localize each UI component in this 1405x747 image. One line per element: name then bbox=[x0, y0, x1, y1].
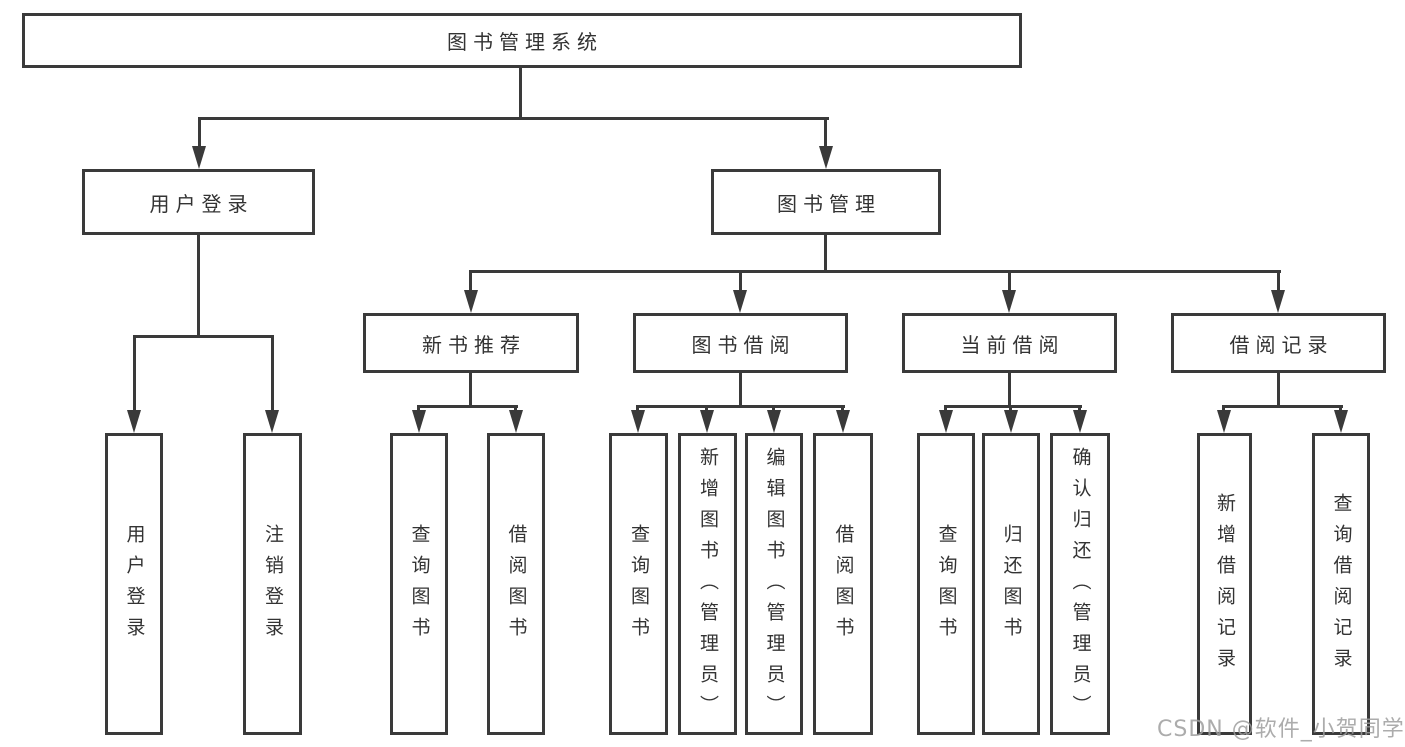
connector-line bbox=[1277, 270, 1280, 292]
connector-line bbox=[469, 371, 472, 407]
arrowhead-down-icon bbox=[631, 410, 645, 433]
connector-line bbox=[705, 405, 708, 413]
connector-line bbox=[739, 371, 742, 407]
leaf-borrow-borrow-books: 借阅图书 bbox=[813, 433, 873, 735]
leaf-current-confirm-return-admin: 确认归还（管理员） bbox=[1050, 433, 1110, 735]
arrowhead-down-icon bbox=[192, 146, 206, 169]
leaf-borrow-add-books-admin: 新增图书（管理员） bbox=[678, 433, 737, 735]
connector-line bbox=[1008, 270, 1011, 292]
node-book-borrowing: 图书借阅 bbox=[633, 313, 848, 373]
connector-line bbox=[824, 233, 827, 272]
leaf-current-query-books: 查询图书 bbox=[917, 433, 975, 735]
arrowhead-down-icon bbox=[836, 410, 850, 433]
arrowhead-down-icon bbox=[733, 290, 747, 313]
connector-line bbox=[519, 66, 522, 120]
arrowhead-down-icon bbox=[767, 410, 781, 433]
arrowhead-down-icon bbox=[939, 410, 953, 433]
connector-line bbox=[198, 117, 201, 149]
connector-line bbox=[197, 233, 200, 337]
connector-line bbox=[133, 335, 274, 338]
node-book-management: 图书管理 bbox=[711, 169, 941, 235]
connector-line bbox=[133, 335, 136, 412]
connector-line bbox=[944, 405, 947, 413]
connector-line bbox=[1223, 405, 1343, 408]
arrowhead-down-icon bbox=[412, 410, 426, 433]
arrowhead-down-icon bbox=[1004, 410, 1018, 433]
leaf-records-query-record: 查询借阅记录 bbox=[1312, 433, 1370, 735]
connector-line bbox=[271, 335, 274, 412]
connector-line bbox=[1009, 405, 1012, 413]
arrowhead-down-icon bbox=[464, 290, 478, 313]
arrowhead-down-icon bbox=[1073, 410, 1087, 433]
connector-line bbox=[1277, 371, 1280, 407]
connector-line bbox=[945, 405, 1082, 408]
leaf-newbooks-borrow-books: 借阅图书 bbox=[487, 433, 545, 735]
connector-line bbox=[841, 405, 844, 413]
connector-line bbox=[1222, 405, 1225, 413]
connector-line bbox=[418, 405, 518, 408]
node-current-borrowing: 当前借阅 bbox=[902, 313, 1117, 373]
leaf-current-return-books: 归还图书 bbox=[982, 433, 1040, 735]
leaf-records-add-record: 新增借阅记录 bbox=[1197, 433, 1252, 735]
connector-line bbox=[1339, 405, 1342, 413]
leaf-borrow-edit-books-admin: 编辑图书（管理员） bbox=[745, 433, 803, 735]
leaf-borrow-query-books: 查询图书 bbox=[609, 433, 668, 735]
connector-line bbox=[1078, 405, 1081, 413]
arrowhead-down-icon bbox=[265, 410, 279, 433]
connector-line bbox=[198, 117, 829, 120]
connector-line bbox=[739, 270, 742, 292]
connector-line bbox=[636, 405, 639, 413]
arrowhead-down-icon bbox=[1217, 410, 1231, 433]
connector-line bbox=[1008, 371, 1011, 407]
node-user-login: 用户登录 bbox=[82, 169, 315, 235]
arrowhead-down-icon bbox=[509, 410, 523, 433]
connector-line bbox=[417, 405, 420, 413]
connector-line bbox=[637, 405, 845, 408]
arrowhead-down-icon bbox=[127, 410, 141, 433]
arrowhead-down-icon bbox=[1271, 290, 1285, 313]
arrowhead-down-icon bbox=[1002, 290, 1016, 313]
leaf-logout: 注销登录 bbox=[243, 433, 302, 735]
arrowhead-down-icon bbox=[700, 410, 714, 433]
connector-line bbox=[772, 405, 775, 413]
connector-line bbox=[824, 117, 827, 149]
arrowhead-down-icon bbox=[819, 146, 833, 169]
connector-line bbox=[470, 270, 1281, 273]
csdn-watermark: CSDN @软件_小贺同学 bbox=[1157, 717, 1405, 742]
leaf-user-login: 用户登录 bbox=[105, 433, 163, 735]
arrowhead-down-icon bbox=[1334, 410, 1348, 433]
leaf-newbooks-query-books: 查询图书 bbox=[390, 433, 448, 735]
node-borrowing-records: 借阅记录 bbox=[1171, 313, 1386, 373]
node-root-library-system: 图书管理系统 bbox=[22, 13, 1022, 68]
node-new-book-recommend: 新书推荐 bbox=[363, 313, 579, 373]
connector-line bbox=[514, 405, 517, 413]
connector-line bbox=[469, 270, 472, 292]
